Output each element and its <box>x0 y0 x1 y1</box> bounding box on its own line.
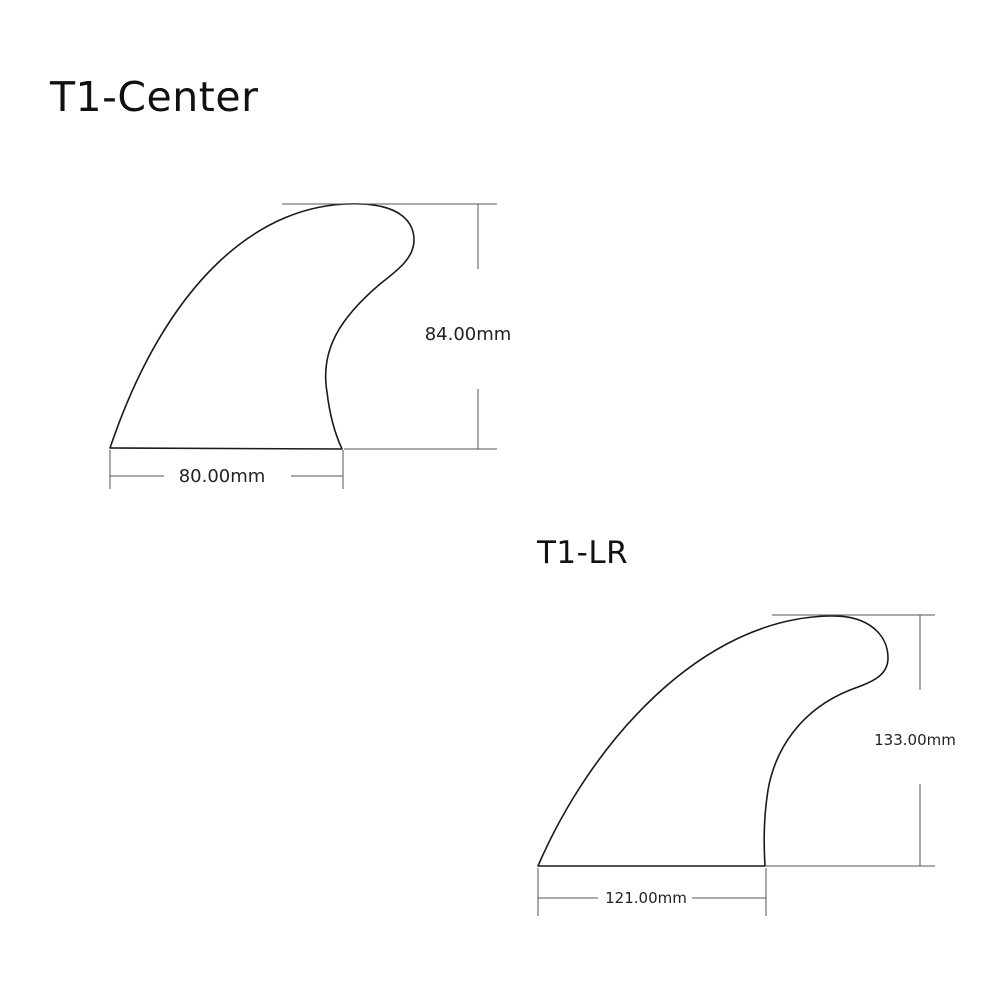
fin-title-t1-lr: T1-LR <box>537 535 629 571</box>
fin-title-t1-center: T1-Center <box>50 73 259 121</box>
fin-outline-t1-center <box>109 203 415 450</box>
height-label-t1-lr: 133.00mm <box>874 731 956 749</box>
fin-t1-lr: 133.00mm 121.00mm <box>537 614 956 916</box>
base-label-t1-center: 80.00mm <box>179 466 266 487</box>
fin-t1-center: 84.00mm 80.00mm <box>109 203 512 489</box>
height-label-t1-center: 84.00mm <box>425 324 512 345</box>
fin-outline-t1-lr <box>537 615 889 867</box>
base-label-t1-lr: 121.00mm <box>605 889 687 907</box>
